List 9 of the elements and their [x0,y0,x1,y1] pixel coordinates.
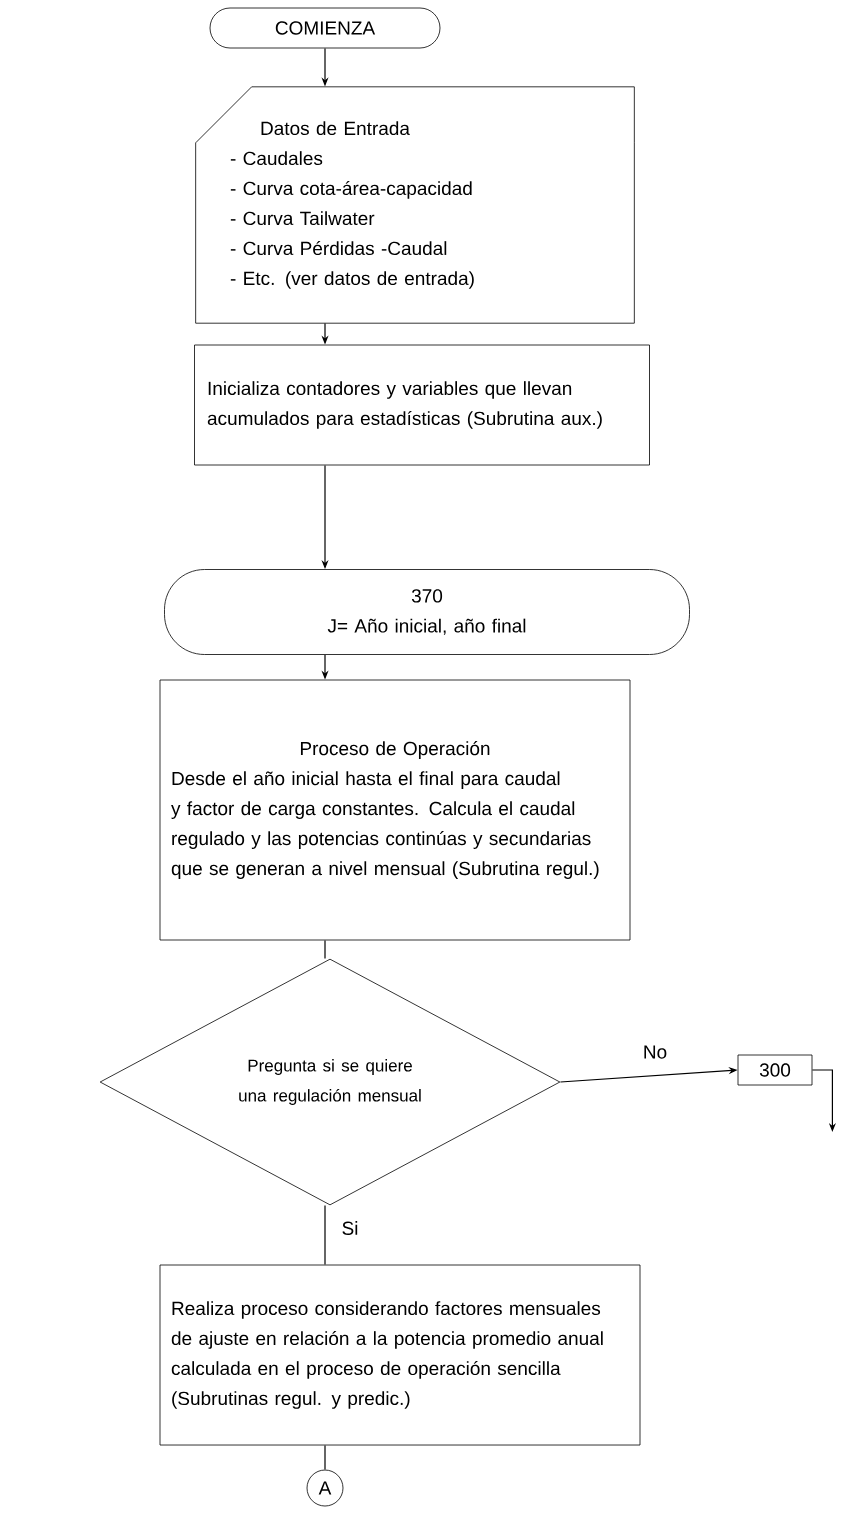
process-box: Realiza proceso considerando factores mensuales de ajuste en relación a la potencia promedio anual calculada en el proceso de operación sencilla (Subrutinas regul. y predic.) [159,1264,641,1446]
process-box: Proceso de Operación Desde el año inicial hasta el final para caudal y factor de carga constantes. Calcula el caudal regulado y las potencias continúas y secundarias que se generan a nivel mensual (Subrutina regul.) [159,679,631,941]
input-card: Datos de Entrada - Caudales - Curva cota-área-capacidad - Curva Tailwater - Curva Pérdidas -Caudal - Etc. (ver datos de entrada) [195,86,635,324]
edge-label: No [641,1044,669,1060]
edge-label: Si [340,1220,360,1236]
connector-box: 300 [737,1054,813,1086]
process-box: Inicializa contadores y variables que llevan acumulados para estadísticas (Subrutina aux.) [194,344,650,466]
loop-terminator: 370 J= Año inicial, año final [164,569,690,655]
start-terminator: COMIENZA [209,7,441,49]
